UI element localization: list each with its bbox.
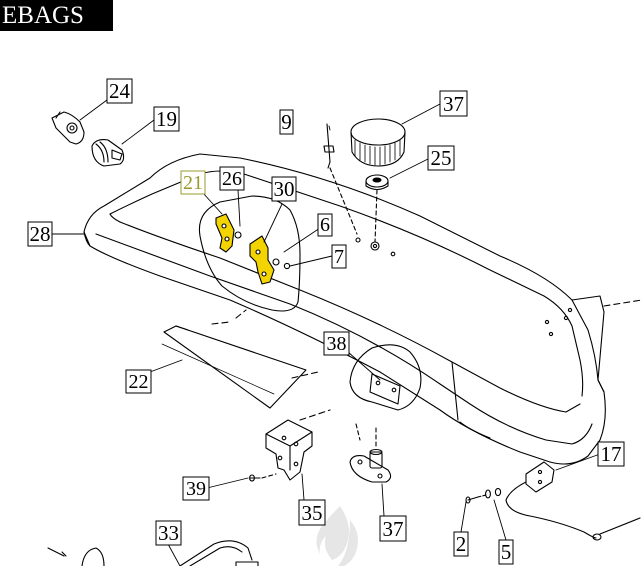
svg-text:24: 24: [109, 79, 131, 103]
part-19-lock: [91, 139, 125, 167]
lower-parts-partial: [47, 540, 259, 566]
leader-lines: [49, 99, 601, 566]
part-17-sensor: [505, 461, 641, 541]
lid-recess: [198, 195, 301, 312]
callout-38: 38: [323, 331, 350, 356]
svg-text:17: 17: [601, 442, 622, 466]
svg-text:37: 37: [383, 517, 404, 541]
svg-text:35: 35: [302, 501, 323, 525]
part-37-knob: [350, 118, 406, 167]
part-22-strip: [161, 309, 319, 409]
part-38-plate: [349, 344, 422, 411]
svg-text:25: 25: [431, 146, 452, 170]
callout-22: 22: [125, 369, 152, 394]
callout-37-top: 37: [439, 90, 468, 117]
svg-text:21: 21: [183, 172, 203, 194]
callout-35: 35: [298, 499, 326, 526]
svg-text:39: 39: [186, 478, 206, 500]
callout-39: 39: [182, 476, 210, 501]
diagram-title: EBAGS: [0, 0, 113, 31]
svg-text:2: 2: [456, 532, 467, 556]
callout-21: 21: [180, 170, 206, 195]
part-37-stud: [349, 423, 392, 483]
bracket-26-highlighted: [215, 213, 242, 253]
svg-text:6: 6: [320, 214, 330, 236]
callout-30: 30: [271, 176, 297, 202]
callout-2: 2: [453, 531, 469, 557]
part-24-latch: [51, 111, 85, 145]
offframe-dash: [603, 299, 642, 307]
callout-26: 26: [219, 166, 245, 191]
callout-9: 9: [279, 109, 294, 135]
svg-text:9: 9: [281, 110, 292, 134]
part-39-screw: [249, 473, 277, 482]
part-35-bracket: [265, 409, 331, 481]
callout-6: 6: [317, 213, 333, 237]
callout-25: 25: [427, 145, 455, 171]
svg-text:7: 7: [334, 246, 344, 268]
part-25-washer: [365, 174, 389, 243]
callout-19: 19: [153, 106, 180, 132]
watermark-flame: [316, 506, 358, 566]
svg-text:5: 5: [501, 540, 512, 564]
svg-text:30: 30: [274, 177, 295, 201]
callout-37-bottom: 37: [379, 515, 407, 542]
callout-28: 28: [27, 221, 53, 247]
part-9-pin: [323, 123, 358, 235]
svg-text:26: 26: [222, 168, 242, 190]
svg-text:28: 28: [30, 222, 51, 246]
bracket-30-highlighted: [249, 235, 291, 285]
svg-text:22: 22: [129, 371, 149, 393]
callout-17: 17: [597, 441, 625, 467]
svg-text:33: 33: [158, 521, 179, 545]
svg-text:37: 37: [443, 92, 464, 116]
callout-33: 33: [155, 520, 182, 546]
callout-7: 7: [331, 244, 347, 269]
callout-5: 5: [498, 539, 514, 565]
callout-24: 24: [106, 78, 133, 104]
svg-text:38: 38: [327, 333, 347, 355]
saddlebag-lid: [83, 153, 606, 465]
svg-text:19: 19: [156, 107, 177, 131]
parts-2-5-fasteners: [465, 487, 502, 504]
